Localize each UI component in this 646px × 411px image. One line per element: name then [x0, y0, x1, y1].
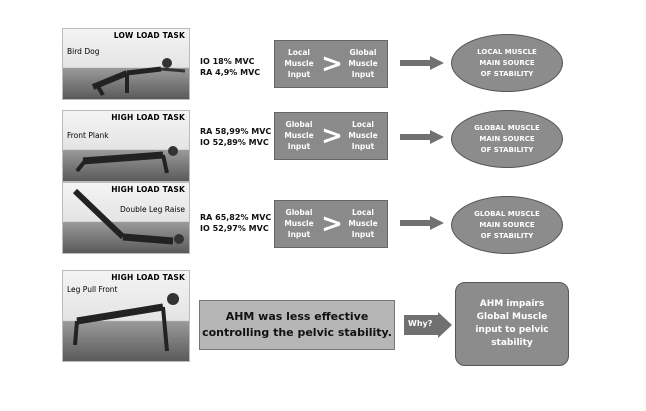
leg-pull-front-figure [73, 293, 179, 352]
photo-front-plank: HIGH LOAD TASK Front Plank [62, 110, 190, 182]
why-label: Why? [408, 319, 433, 328]
exercise-name: Front Plank [67, 131, 109, 140]
summary-box: AHM was less effective controlling the p… [199, 300, 395, 350]
task-label: LOW LOAD TASK [113, 31, 185, 40]
task-label: HIGH LOAD TASK [111, 185, 185, 194]
exercise-name: Bird Dog [67, 47, 100, 56]
front-plank-figure [75, 146, 178, 174]
mvc-values: RA 58,99% MVC IO 52,89% MVC [200, 126, 271, 148]
exercise-name: Leg Pull Front [67, 285, 118, 294]
photo-double-leg-raise: HIGH LOAD TASK Double Leg Raise [62, 182, 190, 254]
arrow-right-icon [400, 130, 444, 144]
greater-than-sign: > [321, 121, 343, 151]
bird-dog-figure [91, 58, 186, 97]
mvc-line: RA 58,99% MVC [200, 127, 272, 136]
arrow-right-icon [400, 216, 444, 230]
greater-than-sign: > [321, 49, 343, 79]
why-arrow-icon [404, 312, 452, 338]
conclusion-box: AHM impairs Global Muscle input to pelvi… [455, 282, 569, 366]
double-leg-raise-figure [72, 188, 184, 245]
mvc-line: IO 52,97% MVC [200, 224, 269, 233]
mvc-line: IO 18% MVC [200, 57, 255, 66]
mvc-line: RA 4,9% MVC [200, 68, 261, 77]
exercise-name: Double Leg Raise [119, 205, 185, 214]
mvc-line: IO 52,89% MVC [200, 138, 269, 147]
greater-than-sign: > [321, 209, 343, 239]
photo-bird-dog: LOW LOAD TASK Bird Dog [62, 28, 190, 100]
mvc-line: RA 65,82% MVC [200, 213, 272, 222]
mvc-values: IO 18% MVC RA 4,9% MVC [200, 56, 260, 78]
task-label: HIGH LOAD TASK [111, 273, 185, 282]
photo-leg-pull-front: HIGH LOAD TASK Leg Pull Front [62, 270, 190, 362]
task-label: HIGH LOAD TASK [111, 113, 185, 122]
why-label-wrap: Why? [404, 312, 452, 338]
arrow-right-icon [400, 56, 444, 70]
mvc-values: RA 65,82% MVC IO 52,97% MVC [200, 212, 271, 234]
